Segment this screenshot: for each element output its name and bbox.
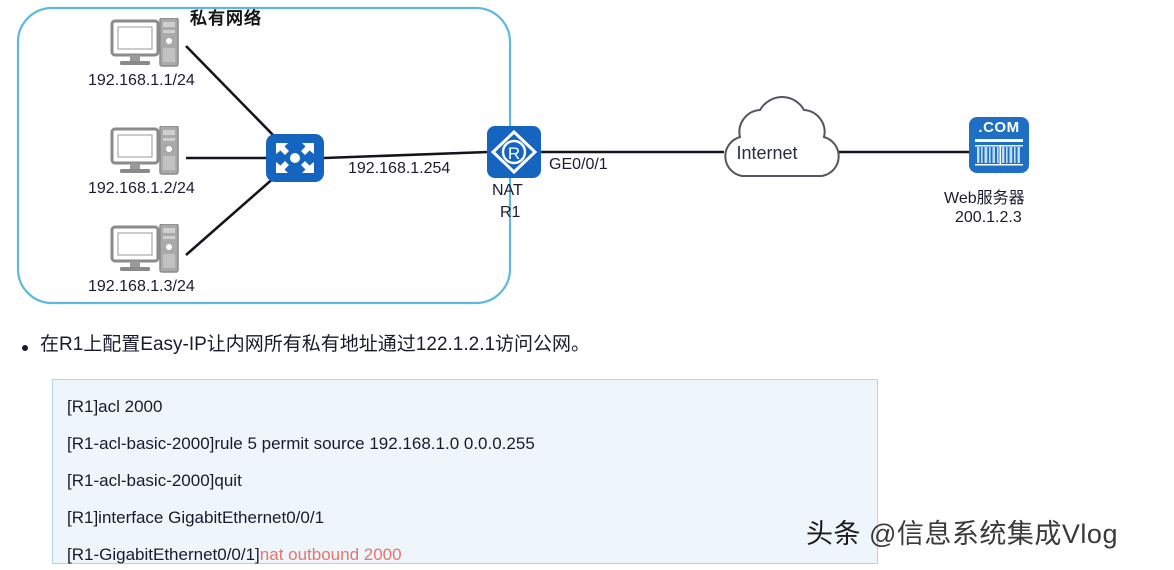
cli-prompt: [R1]acl 2000 bbox=[67, 397, 163, 416]
host-pc-3-ip: 192.168.1.3/24 bbox=[88, 278, 195, 295]
cli-prompt: [R1]interface GigabitEthernet0/0/1 bbox=[67, 508, 325, 527]
gateway-ip-label: 192.168.1.254 bbox=[348, 160, 451, 177]
bullet-text: 在R1上配置Easy-IP让内网所有私有地址通过122.1.2.1访问公网。 bbox=[40, 334, 591, 355]
bullet-row: 在R1上配置Easy-IP让内网所有私有地址通过122.1.2.1访问公网。 bbox=[22, 334, 1122, 357]
internet-cloud-label: Internet bbox=[736, 143, 798, 163]
watermark-prefix: 头条 bbox=[806, 519, 870, 549]
link-switch-router bbox=[323, 150, 489, 160]
bullet-dot-icon bbox=[22, 345, 28, 351]
web-server-label: Web服务器 bbox=[944, 190, 1025, 207]
computer-icon bbox=[110, 126, 179, 175]
link-pc1-switch bbox=[185, 45, 275, 137]
computer-icon bbox=[110, 224, 179, 273]
cli-line: [R1]interface GigabitEthernet0/0/1 bbox=[67, 509, 877, 526]
web-server-ip: 200.1.2.3 bbox=[955, 209, 1022, 226]
router-icon[interactable]: R bbox=[487, 126, 541, 178]
private-network-boundary bbox=[16, 6, 512, 305]
cli-prompt: [R1-GigabitEthernet0/0/1] bbox=[67, 545, 260, 564]
cli-line: [R1-acl-basic-2000]rule 5 permit source … bbox=[67, 435, 877, 452]
cli-line: [R1]acl 2000 bbox=[67, 398, 877, 415]
router-diamond-glyph: R bbox=[490, 129, 538, 175]
web-server-stripes-glyph bbox=[975, 139, 1023, 166]
cli-config-box: [R1]acl 2000 [R1-acl-basic-2000]rule 5 p… bbox=[52, 379, 878, 564]
router-label-r1: R1 bbox=[500, 204, 521, 221]
svg-text:R: R bbox=[508, 144, 520, 163]
web-server-icon[interactable]: .COM bbox=[969, 117, 1029, 173]
watermark-handle: @信息系统集成Vlog bbox=[869, 519, 1118, 549]
router-label-nat: NAT bbox=[492, 182, 523, 199]
link-pc3-switch bbox=[185, 175, 277, 256]
cli-prompt: [R1-acl-basic-2000]rule 5 permit source … bbox=[67, 434, 535, 453]
cli-command: nat outbound 2000 bbox=[259, 545, 402, 564]
cli-prompt: [R1-acl-basic-2000]quit bbox=[67, 471, 242, 490]
topology-links-layer bbox=[16, 6, 970, 305]
cli-line: [R1-GigabitEthernet0/0/1]nat outbound 20… bbox=[67, 546, 877, 563]
web-server-com-badge: .COM bbox=[978, 119, 1020, 136]
host-pc-2-ip: 192.168.1.2/24 bbox=[88, 180, 195, 197]
watermark: 头条 @信息系统集成Vlog bbox=[806, 512, 1118, 551]
computer-icon bbox=[110, 18, 179, 67]
switch-arrows-glyph bbox=[276, 143, 314, 173]
cli-line: [R1-acl-basic-2000]quit bbox=[67, 472, 877, 489]
switch-icon[interactable] bbox=[266, 134, 324, 182]
wan-interface-label: GE0/0/1 bbox=[549, 156, 608, 173]
private-network-label: 私有网络 bbox=[190, 9, 262, 28]
host-pc-1-ip: 192.168.1.1/24 bbox=[88, 72, 195, 89]
network-topology-diagram: 私有网络 192.168.1.1/24 bbox=[16, 6, 1029, 305]
internet-cloud-icon bbox=[724, 95, 840, 177]
